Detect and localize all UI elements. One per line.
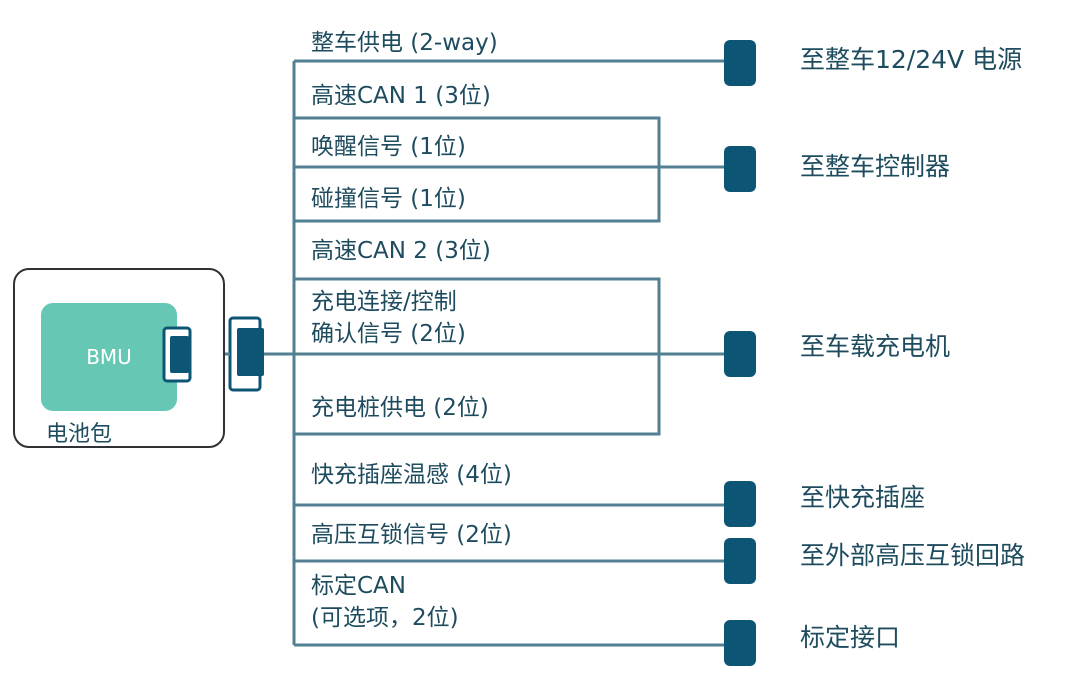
connector-power [724,40,756,86]
signal-label-wakeup: 唤醒信号 (1位) [311,134,466,160]
battery-pack-label: 电池包 [46,422,113,447]
bracket-vcu [292,116,661,223]
signal-label-calib-1: 标定CAN [311,573,406,599]
signal-label-can1: 高速CAN 1 (3位) [311,83,491,109]
connector-fast-charge [724,481,756,527]
signal-label-power: 整车供电 (2-way) [311,30,498,56]
dest-power-supply: 至整车12/24V 电源 [800,45,1023,74]
dest-vcu: 至整车控制器 [800,152,951,181]
dest-interlock: 至外部高压互锁回路 [800,541,1026,570]
bmu-label: BMU [86,345,132,369]
signal-label-interlock: 高压互锁信号 (2位) [311,522,512,548]
signal-label-crash: 碰撞信号 (1位) [311,186,466,212]
dest-calibration: 标定接口 [800,623,901,652]
signal-label-charge-ctrl-1: 充电连接/控制 [311,289,457,315]
connector-vcu [724,146,756,192]
bracket-obc [292,277,661,436]
dest-fast-charge: 至快充插座 [800,483,926,512]
bmu-connector-inner [170,336,189,373]
connector-interlock [724,538,756,584]
connector-obc [724,331,756,377]
signal-label-can2: 高速CAN 2 (3位) [311,238,491,264]
signal-label-calib-2: (可选项，2位) [311,605,459,631]
signal-label-fast-temp: 快充插座温感 (4位) [311,462,512,488]
pack-connector-inner [237,328,264,376]
bmu-box: BMU [41,303,177,411]
dest-obc: 至车载充电机 [800,332,951,361]
connector-calibration [724,620,756,666]
signal-label-charge-ctrl-2: 确认信号 (2位) [311,321,466,347]
signal-label-pile-power: 充电桩供电 (2位) [311,395,489,421]
